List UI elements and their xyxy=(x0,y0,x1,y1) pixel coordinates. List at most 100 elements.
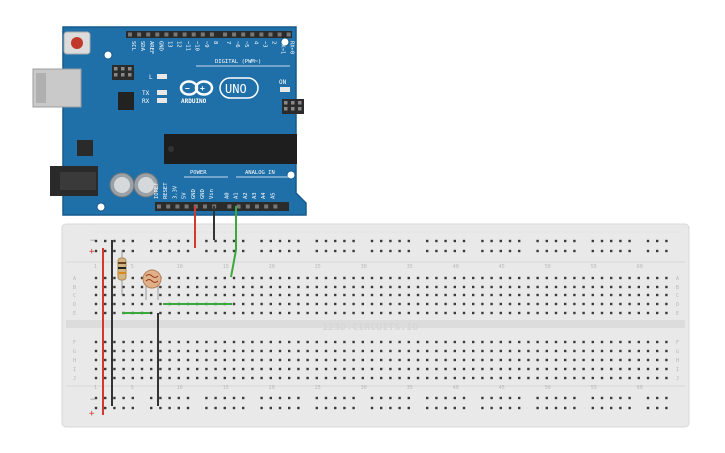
column-number-bottom: 45 xyxy=(499,385,505,391)
power-analog-pin-label: A3 xyxy=(252,192,258,199)
row-letter-right: B xyxy=(676,285,679,291)
row-letter-left: D xyxy=(73,302,76,308)
reset-button[interactable] xyxy=(63,31,91,55)
row-letter-left: C xyxy=(73,293,76,299)
row-letter-left: J xyxy=(73,376,76,382)
column-number-top: 25 xyxy=(315,264,321,270)
analog-in-label: ANALOG IN xyxy=(245,170,275,176)
digital-pin-label: ~5 xyxy=(243,41,249,48)
column-number-bottom: 60 xyxy=(637,385,643,391)
led-l-label: L xyxy=(149,74,153,81)
column-number-bottom: 40 xyxy=(453,385,459,391)
column-number-top: 1 xyxy=(94,264,97,270)
column-number-top: 60 xyxy=(637,264,643,270)
board-model: UNO xyxy=(225,82,247,96)
photoresistor[interactable] xyxy=(142,269,162,300)
bottom-minus-label: − xyxy=(90,395,96,405)
row-letter-right: G xyxy=(676,349,679,355)
row-letter-right: E xyxy=(676,311,679,317)
resistor[interactable] xyxy=(117,250,127,295)
board-brand: ARDUINO xyxy=(181,98,207,105)
digital-pin-label: ~9 xyxy=(203,41,209,48)
column-number-bottom: 50 xyxy=(545,385,551,391)
digital-pin-label: SDA xyxy=(139,41,145,52)
power-jack xyxy=(50,166,98,196)
on-label: ON xyxy=(279,79,287,86)
row-letter-right: H xyxy=(676,358,679,364)
usb-chip xyxy=(118,92,134,110)
column-number-top: 45 xyxy=(499,264,505,270)
digital-pin-label: 4 xyxy=(252,41,258,45)
digital-pin-label: 12 xyxy=(176,41,182,48)
breadboard-watermark: 123D.CIRCUITS.IO xyxy=(322,322,418,333)
led-rx-label: RX xyxy=(142,98,150,105)
row-letter-left: F xyxy=(73,340,76,346)
digital-pin-label: ~6 xyxy=(234,41,240,48)
digital-pin-label: 13 xyxy=(166,41,172,48)
column-number-bottom: 30 xyxy=(361,385,367,391)
digital-pin-label: RX←0 xyxy=(289,41,295,54)
column-number-bottom: 15 xyxy=(223,385,229,391)
column-number-top: 20 xyxy=(269,264,275,270)
digital-pin-label: ~3 xyxy=(261,41,267,48)
power-analog-pin-label: 5V xyxy=(182,192,188,199)
row-letter-left: B xyxy=(73,285,76,291)
column-number-top: 30 xyxy=(361,264,367,270)
column-number-top: 40 xyxy=(453,264,459,270)
power-analog-pin-label: A0 xyxy=(224,192,230,199)
row-letter-left: E xyxy=(73,311,76,317)
capacitors xyxy=(109,172,159,198)
digital-pin-label: ~11 xyxy=(185,41,191,51)
svg-text:+: + xyxy=(200,84,205,93)
power-analog-pin-label: IOREF xyxy=(154,182,160,199)
column-number-bottom: 1 xyxy=(94,385,97,391)
power-analog-pin-label: GND xyxy=(191,189,197,199)
icsp-header-top xyxy=(112,65,134,80)
power-analog-header[interactable] xyxy=(155,202,289,211)
digital-pin-holes xyxy=(128,32,291,37)
row-letter-right: C xyxy=(676,293,679,299)
row-letter-right: I xyxy=(676,367,679,373)
digital-pin-label: GND xyxy=(157,41,163,51)
power-analog-pin-label: A1 xyxy=(234,192,240,199)
column-number-top: 10 xyxy=(177,264,183,270)
voltage-regulator xyxy=(77,140,93,156)
digital-pin-label: 7 xyxy=(225,41,231,44)
column-number-bottom: 10 xyxy=(177,385,183,391)
usb-connector xyxy=(32,68,82,108)
row-letter-right: D xyxy=(676,302,679,308)
row-letter-left: I xyxy=(73,367,76,373)
digital-label: DIGITAL (PWM~) xyxy=(215,59,261,65)
status-leds xyxy=(157,74,290,103)
digital-pin-label: 8 xyxy=(212,41,218,44)
svg-text:−: − xyxy=(185,84,190,93)
top-minus-label: − xyxy=(90,236,96,246)
row-letter-left: H xyxy=(73,358,76,364)
power-analog-pin-label: RESET xyxy=(163,182,169,199)
digital-pin-label: 2 xyxy=(271,41,277,44)
breadboard-holes xyxy=(94,239,668,410)
digital-pin-label: TX→1 xyxy=(280,41,286,54)
digital-header[interactable] xyxy=(126,31,292,38)
row-letter-right: F xyxy=(676,340,679,346)
digital-pin-label: ~10 xyxy=(194,41,200,51)
power-label: POWER xyxy=(190,170,207,176)
column-number-top: 5 xyxy=(131,264,134,270)
power-analog-pin-label: A5 xyxy=(270,192,276,199)
column-number-bottom: 55 xyxy=(591,385,597,391)
row-letter-right: J xyxy=(676,376,679,382)
column-number-top: 15 xyxy=(223,264,229,270)
column-number-bottom: 5 xyxy=(131,385,134,391)
row-letter-right: A xyxy=(676,276,679,282)
column-number-bottom: 20 xyxy=(269,385,275,391)
digital-pin-label: SCL xyxy=(130,41,136,52)
column-number-top: 55 xyxy=(591,264,597,270)
atmega-chip xyxy=(164,134,297,164)
column-number-bottom: 35 xyxy=(407,385,413,391)
a0-wire[interactable] xyxy=(230,206,237,278)
